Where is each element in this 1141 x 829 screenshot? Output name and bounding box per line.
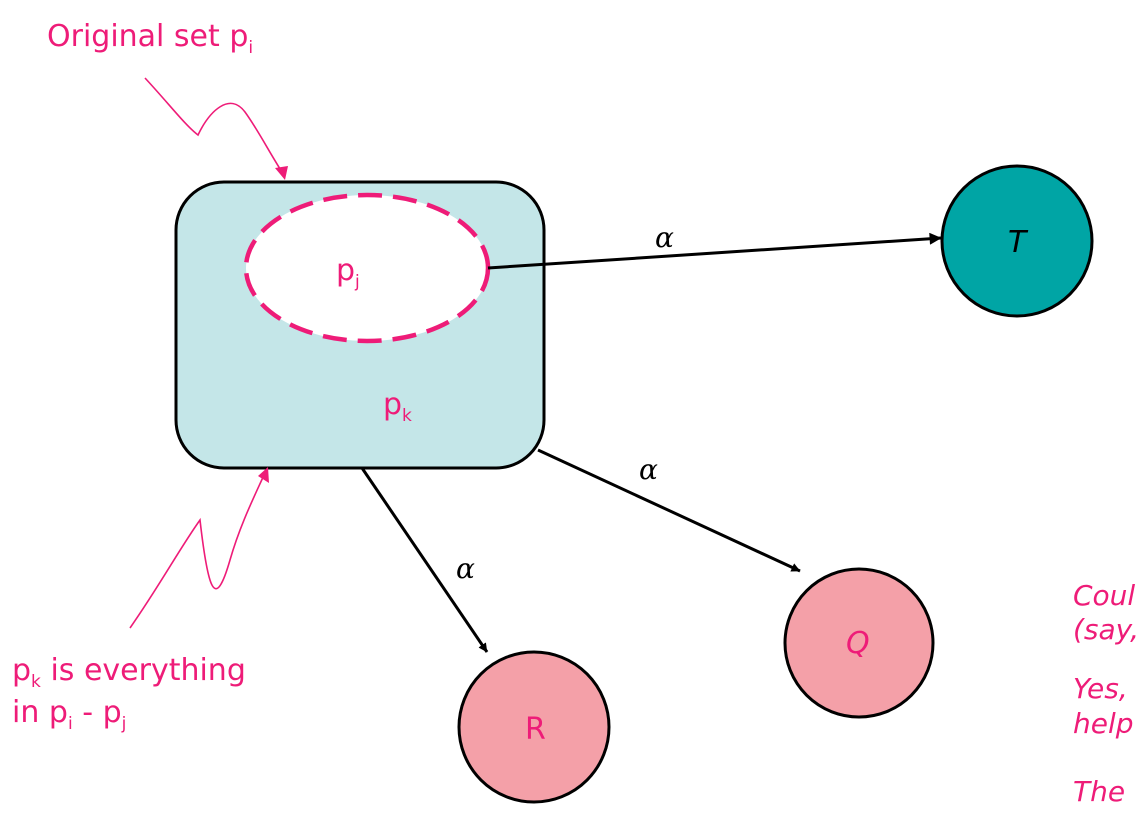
note-line-2: (say, (1073, 613, 1139, 646)
subset-pk-label: pk (383, 387, 412, 426)
edge-label-t: α (655, 221, 674, 254)
note-line-1: Coul (1073, 579, 1136, 612)
callout-original-set (144, 77, 283, 173)
node-q-label: Q (846, 626, 870, 661)
node-r (457, 650, 611, 804)
pk-description: pk is everything in pi - pj (12, 653, 246, 734)
edge-to-t (487, 232, 942, 270)
node-t (940, 164, 1094, 318)
subset-pj-label: pj (336, 253, 360, 292)
note-line-4: help (1073, 707, 1134, 740)
node-t-label: T (1008, 225, 1027, 260)
callout-original-set-arrowhead (275, 166, 288, 180)
note-line-3: Yes, (1073, 672, 1128, 705)
edge-to-r (360, 467, 489, 653)
edge-label-q: α (639, 453, 658, 486)
node-q (783, 567, 935, 719)
original-set-label: Original set pi (47, 19, 254, 58)
callout-pk (129, 474, 265, 629)
callout-pk-arrowhead (258, 467, 269, 483)
node-r-label: R (525, 712, 546, 747)
edge-label-r: α (456, 552, 475, 585)
edge-to-q (537, 448, 801, 573)
subset-ellipse (243, 192, 491, 344)
note-line-5: The (1073, 775, 1126, 808)
